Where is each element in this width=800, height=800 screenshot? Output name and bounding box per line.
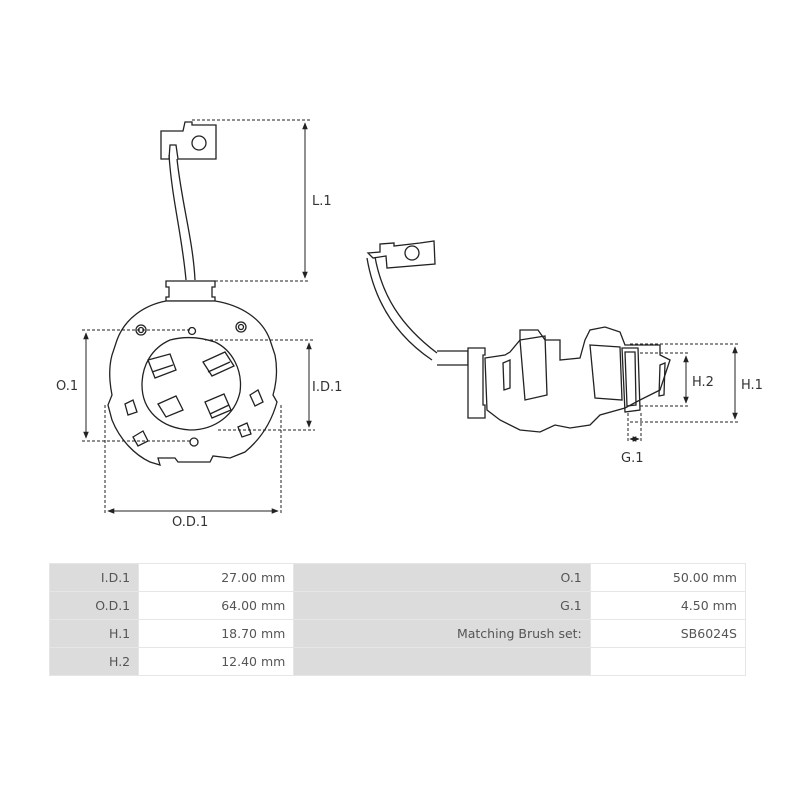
label-h1: H.1 <box>741 378 763 393</box>
technical-drawing: L.1 O.1 I.D.1 O.D.1 H.1 H.2 G.1 <box>56 119 763 530</box>
table-row: O.D.1 64.00 mm G.1 4.50 mm <box>50 592 745 619</box>
spec-label: O.1 <box>294 564 590 591</box>
specification-table: I.D.1 27.00 mm O.1 50.00 mm O.D.1 64.00 … <box>49 563 746 676</box>
spec-value: 50.00 mm <box>590 564 745 591</box>
side-dimensions <box>627 343 740 442</box>
label-o1: O.1 <box>56 379 78 394</box>
matching-brush-set-value: SB6024S <box>590 620 745 647</box>
side-view <box>366 240 671 433</box>
spec-label: G.1 <box>294 592 590 619</box>
spec-label-empty <box>294 648 590 675</box>
label-l1: L.1 <box>312 194 332 209</box>
label-id1: I.D.1 <box>312 380 342 395</box>
spec-value: 12.40 mm <box>139 648 294 675</box>
front-dimensions <box>82 119 315 515</box>
spec-value: 27.00 mm <box>139 564 294 591</box>
spec-label: I.D.1 <box>50 564 139 591</box>
spec-value: 18.70 mm <box>139 620 294 647</box>
spec-value-empty <box>590 648 745 675</box>
spec-label: H.1 <box>50 620 139 647</box>
spec-label: H.2 <box>50 648 139 675</box>
label-h2: H.2 <box>692 375 714 390</box>
table-row: H.1 18.70 mm Matching Brush set: SB6024S <box>50 620 745 647</box>
spec-label: O.D.1 <box>50 592 139 619</box>
table-row: I.D.1 27.00 mm O.1 50.00 mm <box>50 564 745 591</box>
spec-label: Matching Brush set: <box>294 620 590 647</box>
spec-value: 4.50 mm <box>590 592 745 619</box>
spec-value: 64.00 mm <box>139 592 294 619</box>
front-view <box>107 121 278 466</box>
label-g1: G.1 <box>621 451 643 466</box>
label-od1: O.D.1 <box>172 515 208 530</box>
table-row: H.2 12.40 mm <box>50 648 745 675</box>
